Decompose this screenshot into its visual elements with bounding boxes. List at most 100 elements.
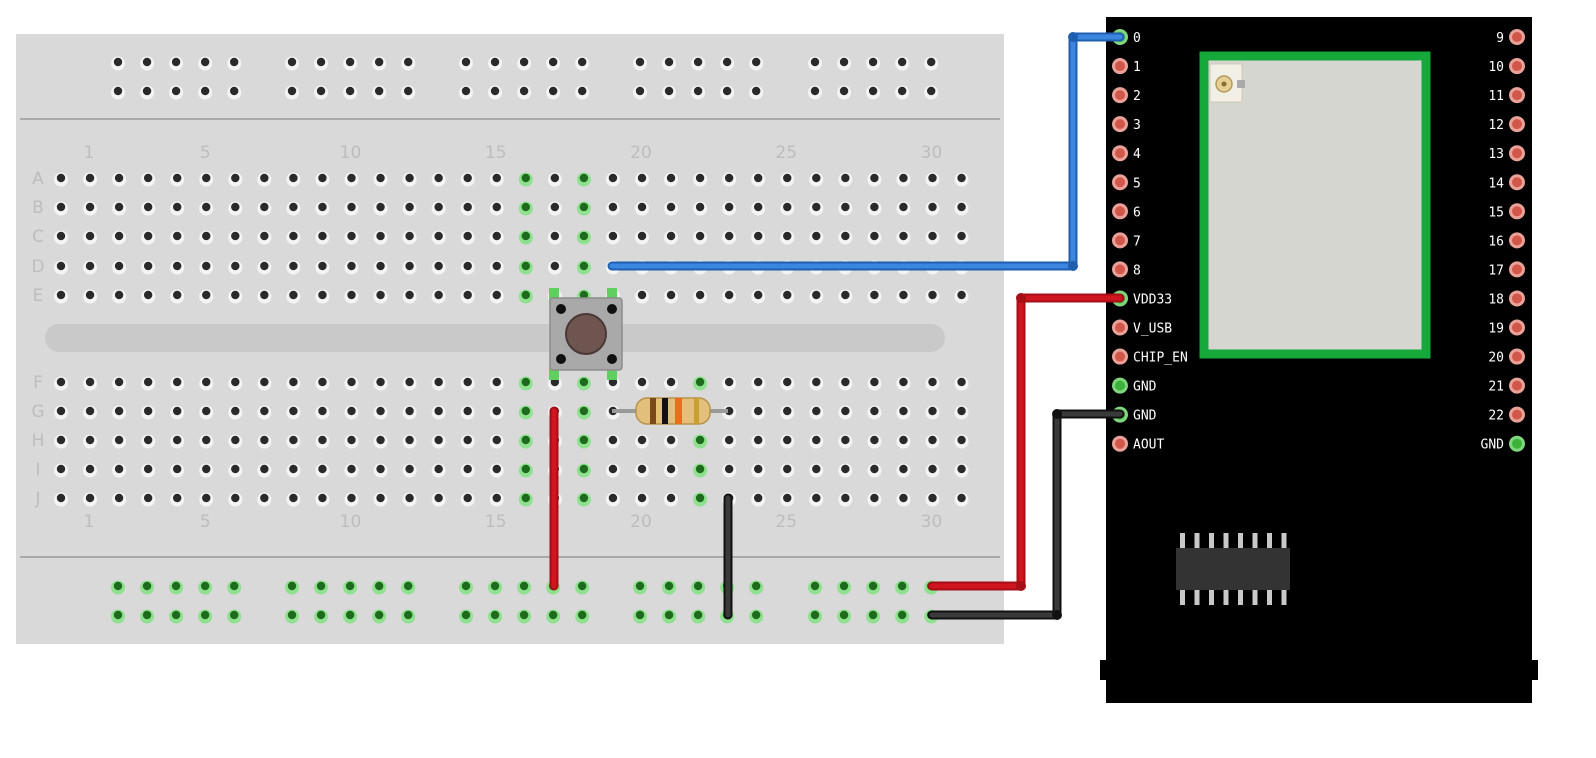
breadboard-hole <box>112 492 127 507</box>
board-pin-left: 2 <box>1112 87 1141 104</box>
pin-label: GND <box>1481 438 1505 453</box>
power-rail-hole <box>140 56 155 71</box>
breadboard-hole <box>925 230 940 245</box>
power-rail-hole <box>749 580 764 595</box>
column-number: 15 <box>485 143 507 163</box>
power-rail-hole <box>895 56 910 71</box>
breadboard-hole <box>373 289 388 304</box>
pushbutton[interactable] <box>549 288 623 380</box>
breadboard-hole <box>489 289 504 304</box>
breadboard-hole <box>925 405 940 420</box>
wires <box>549 32 1125 620</box>
breadboard-hole <box>83 405 98 420</box>
column-number: 10 <box>340 512 362 532</box>
breadboard-hole <box>257 376 272 391</box>
breadboard-hole <box>838 376 853 391</box>
power-rail-hole <box>198 580 213 595</box>
breadboard-hole <box>431 405 446 420</box>
breadboard-hole <box>315 376 330 391</box>
breadboard-hole <box>693 492 708 507</box>
breadboard-hole <box>344 260 359 275</box>
power-rail-hole <box>285 580 299 595</box>
power-rail-hole <box>372 56 387 71</box>
breadboard-hole <box>315 230 330 245</box>
power-rail-hole <box>662 609 677 624</box>
breadboard-hole <box>838 201 853 216</box>
power-rail-hole <box>691 85 706 100</box>
breadboard-hole <box>228 230 243 245</box>
breadboard-hole <box>199 289 214 304</box>
breadboard-hole <box>83 463 98 478</box>
breadboard-hole <box>83 260 98 275</box>
breadboard-hole <box>141 172 156 187</box>
board-pin-left: V_USB <box>1112 319 1172 337</box>
breadboard-hole <box>199 492 214 507</box>
breadboard-hole <box>489 434 504 449</box>
breadboard-hole <box>954 289 969 304</box>
board-pin-right: 15 <box>1488 203 1525 220</box>
breadboard-hole <box>286 172 301 187</box>
power-rail-hole <box>343 56 358 71</box>
breadboard-hole <box>635 172 649 187</box>
power-rail-hole <box>459 56 473 71</box>
breadboard-hole <box>635 289 649 304</box>
breadboard-hole <box>431 201 446 216</box>
breadboard-hole <box>896 376 911 391</box>
breadboard-hole <box>257 463 272 478</box>
power-rail-hole <box>169 56 184 71</box>
breadboard-hole <box>170 376 185 391</box>
breadboard-hole <box>809 434 824 449</box>
pin-label: 2 <box>1133 89 1141 104</box>
breadboard-hole <box>402 230 417 245</box>
breadboard-hole <box>896 434 911 449</box>
breadboard-hole <box>402 289 417 304</box>
board-pin-left: 7 <box>1112 232 1141 249</box>
breadboard-hole <box>838 230 853 245</box>
power-rail-hole <box>924 85 939 100</box>
breadboard-hole <box>576 376 591 391</box>
power-rail-hole <box>343 580 358 595</box>
power-rail-hole <box>140 580 155 595</box>
breadboard-hole <box>170 260 185 275</box>
board-pin-right: 20 <box>1488 348 1525 366</box>
breadboard-hole <box>141 260 156 275</box>
breadboard-hole <box>605 492 620 507</box>
breadboard-hole <box>141 230 156 245</box>
breadboard-hole <box>170 492 185 507</box>
power-rail-hole <box>749 85 764 100</box>
breadboard-hole <box>635 463 649 478</box>
breadboard-hole <box>751 376 766 391</box>
breadboard-hole <box>954 172 969 187</box>
board-pin-left: AOUT <box>1112 435 1164 453</box>
power-rail-hole <box>488 56 503 71</box>
breadboard-hole <box>460 260 475 275</box>
chip-leg <box>1238 533 1243 548</box>
breadboard-hole <box>896 230 911 245</box>
board-pin-right: 14 <box>1488 174 1525 191</box>
power-rail-hole <box>691 609 706 624</box>
column-number: 30 <box>921 143 943 163</box>
chip-leg <box>1209 590 1214 605</box>
breadboard-hole <box>141 463 156 478</box>
breadboard-hole <box>54 492 68 507</box>
breadboard-hole <box>431 172 446 187</box>
power-rail-hole <box>546 56 561 71</box>
pin-label: 7 <box>1133 234 1141 249</box>
breadboard-hole <box>170 172 185 187</box>
ic-chip <box>1176 533 1290 605</box>
breadboard-hole <box>693 172 708 187</box>
breadboard-hole <box>722 289 737 304</box>
breadboard-hole <box>431 434 446 449</box>
breadboard-hole <box>199 201 214 216</box>
breadboard-hole <box>809 492 824 507</box>
breadboard-hole <box>286 289 301 304</box>
breadboard-hole <box>664 201 679 216</box>
board-pin-left: 6 <box>1112 203 1141 220</box>
breadboard-hole <box>722 463 737 478</box>
breadboard-hole <box>896 463 911 478</box>
power-rail-hole <box>227 56 242 71</box>
power-rail-hole <box>198 56 213 71</box>
breadboard-hole <box>896 405 911 420</box>
chip-leg <box>1209 533 1214 548</box>
